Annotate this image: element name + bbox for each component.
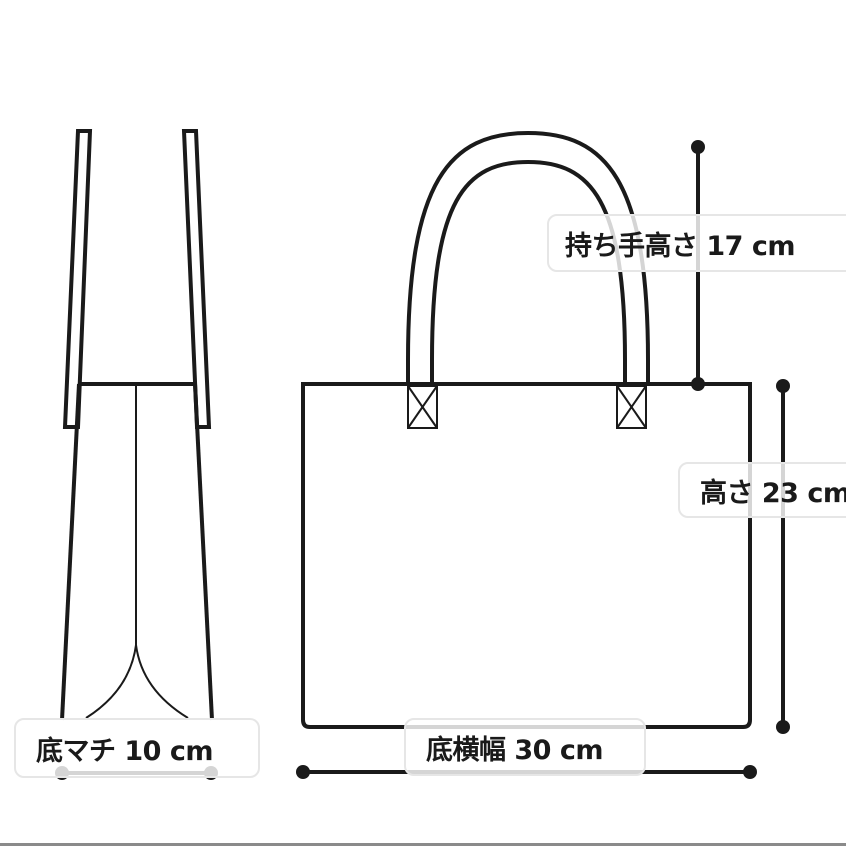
bottom-divider <box>0 843 846 846</box>
height-label: 高さ 23 cm <box>678 462 846 518</box>
side-right-edge <box>193 383 214 721</box>
side-bottom-fold <box>85 644 189 719</box>
bag-body <box>301 382 752 729</box>
side-left-edge <box>60 383 81 721</box>
handle-tab-right <box>616 385 647 429</box>
width-label: 底横幅 30 cm <box>404 718 646 776</box>
side-right-strap <box>181 129 212 429</box>
gusset-label: 底マチ 10 cm <box>14 718 260 778</box>
handle-tab-left <box>407 385 438 429</box>
handle-height-label: 持ち手高さ 17 cm <box>547 214 846 272</box>
side-view <box>60 129 214 721</box>
handle-inner <box>430 159 627 384</box>
